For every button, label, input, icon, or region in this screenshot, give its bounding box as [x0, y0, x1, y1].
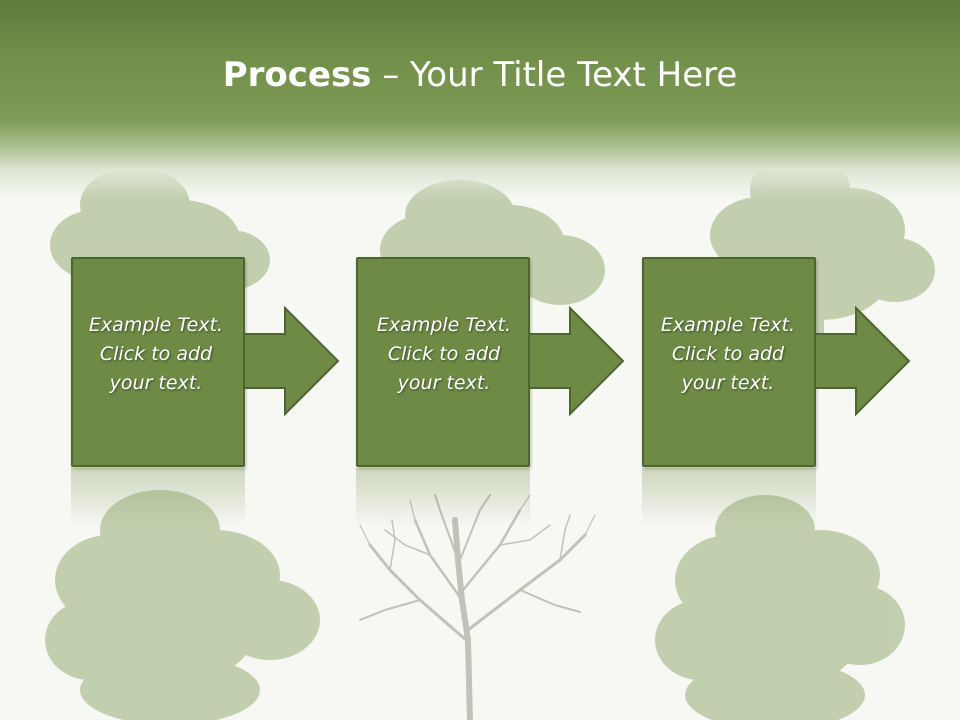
step-2-line-2: Click to add [387, 343, 501, 365]
bare-tree-bottom-middle [359, 494, 596, 720]
process-step-3-reflection [642, 468, 816, 528]
process-step-2-reflection [356, 468, 530, 528]
tree-bottom-right [655, 495, 905, 720]
step-3-line-2: Click to add [671, 343, 785, 365]
process-step-1-reflection [71, 468, 245, 528]
process-step-1-text[interactable]: Example Text. Click to add your text. [66, 311, 246, 398]
step-3-line-1: Example Text. [660, 314, 796, 336]
step-1-line-1: Example Text. [88, 314, 224, 336]
tree-bottom-left [45, 490, 320, 720]
step-1-line-3: your text. [109, 372, 203, 394]
step-2-line-3: your text. [397, 372, 491, 394]
title-bold-part: Process [222, 55, 372, 95]
process-step-2-box[interactable] [356, 257, 530, 467]
title-banner [0, 0, 960, 200]
title-rest-part: – Your Title Text Here [371, 55, 738, 95]
step-2-line-1: Example Text. [376, 314, 512, 336]
process-step-2-text[interactable]: Example Text. Click to add your text. [354, 311, 534, 398]
process-step-3-box[interactable] [642, 257, 816, 467]
process-step-2-arrow[interactable] [528, 306, 626, 416]
process-step-3-arrow[interactable] [814, 306, 912, 416]
slide-title[interactable]: Process – Your Title Text Here [0, 52, 960, 98]
process-step-3-text[interactable]: Example Text. Click to add your text. [638, 311, 818, 398]
step-3-line-3: your text. [681, 372, 775, 394]
step-1-line-2: Click to add [99, 343, 213, 365]
process-step-1-arrow[interactable] [243, 306, 341, 416]
process-step-1-box[interactable] [71, 257, 245, 467]
